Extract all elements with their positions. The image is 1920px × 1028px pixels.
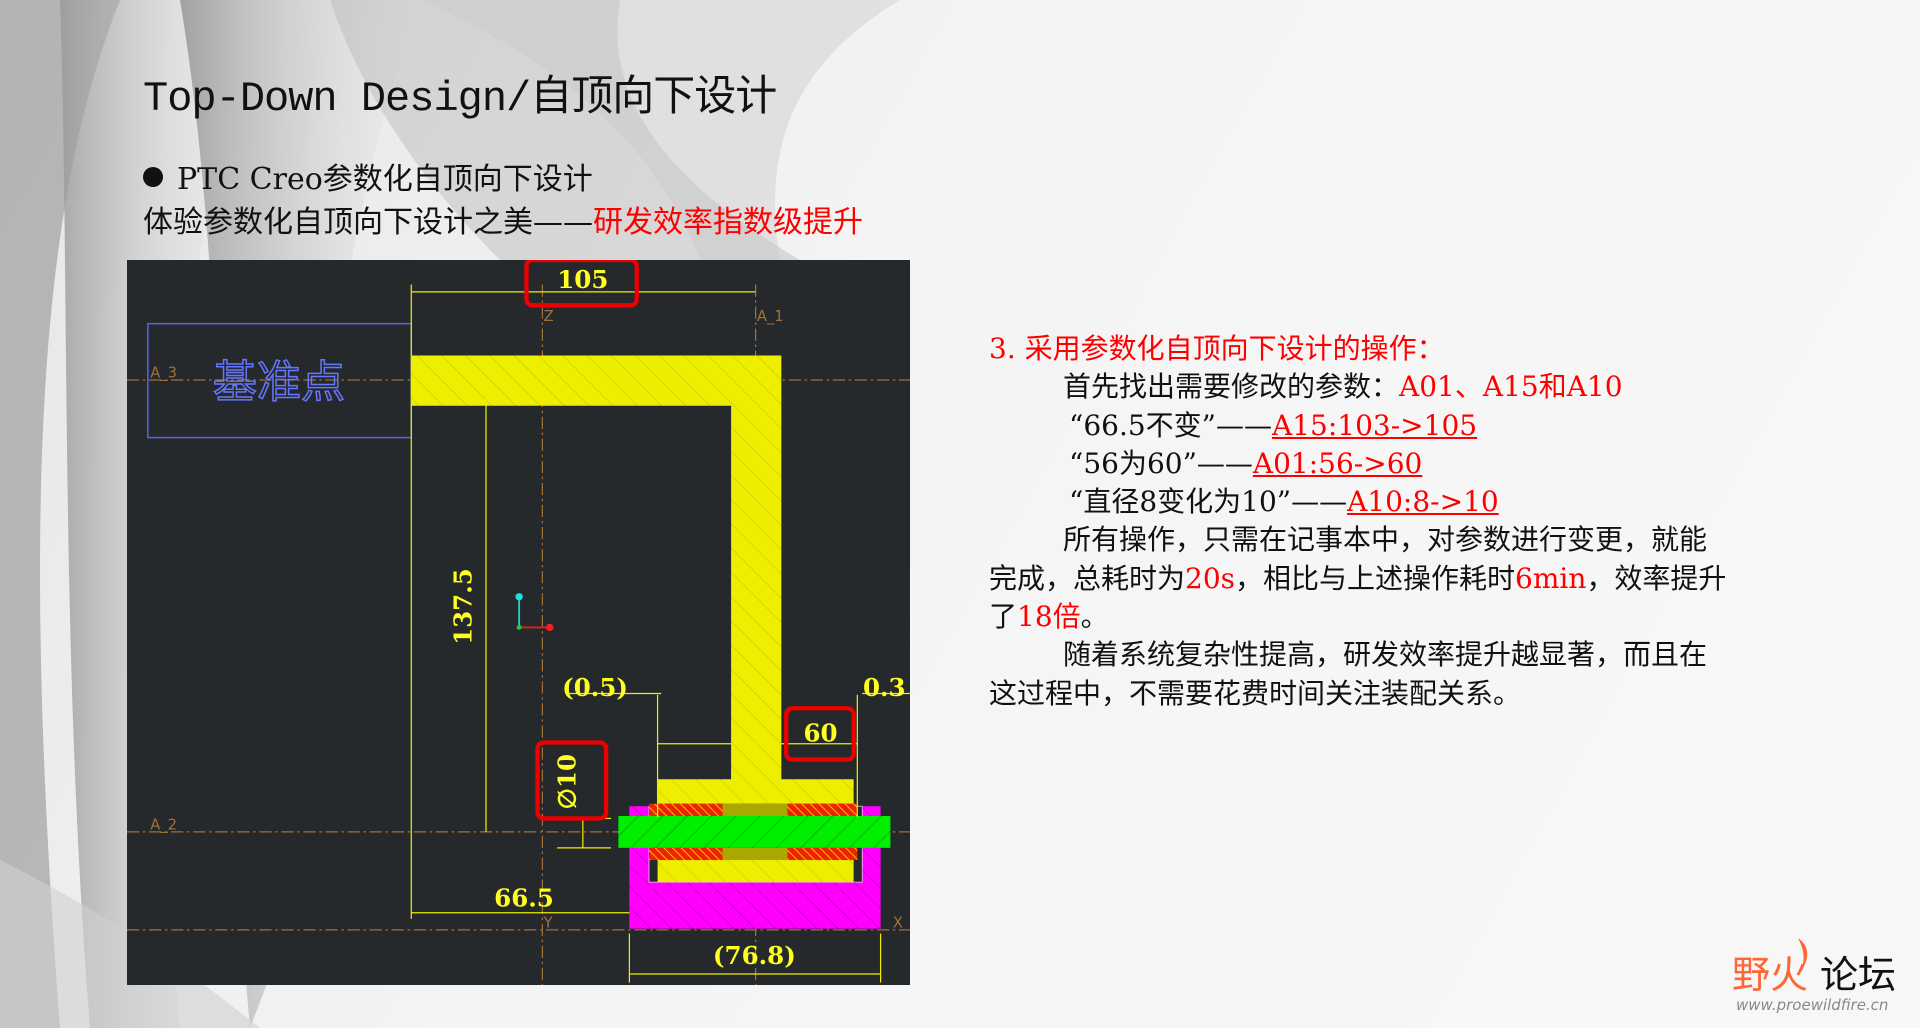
site-logo: 野火 论坛 www.proewildfire.cn — [1732, 938, 1904, 1022]
washer-hatch — [787, 847, 858, 861]
bullet-text: PTC Creo参数化自顶向下设计 — [177, 162, 593, 197]
notes-heading: 3. 采用参数化自顶向下设计的操作： — [989, 332, 1445, 365]
notes-line: “56为60”——A01:56->60 — [1069, 446, 1423, 480]
lower-plate — [657, 857, 854, 883]
axis-label-a3: A_3 — [150, 365, 177, 382]
notes-line: 这过程中，不需要花费时间关注装配关系。 — [989, 676, 1522, 710]
datum-point-label: 基准点 — [213, 357, 345, 408]
flame-icon — [1798, 938, 1808, 972]
dim-76-8: (76.8) — [713, 941, 796, 970]
notes-line: 所有操作，只需在记事本中，对参数进行变更，就能 — [1063, 523, 1708, 557]
notes-line: 了18倍。 — [989, 600, 1109, 634]
filled-circle-bullet-icon — [143, 167, 163, 187]
washer-hatch — [787, 803, 858, 816]
bullet-line: PTC Creo参数化自顶向下设计 — [143, 154, 593, 198]
subtitle: 体验参数化自顶向下设计之美——研发效率指数级提升 — [143, 197, 863, 241]
dim-0-5: (0.5) — [562, 673, 628, 702]
subtitle-red: 研发效率指数级提升 — [593, 205, 863, 240]
dim-137-5: 137.5 — [448, 568, 477, 645]
notes-line: “66.5不变”——A15:103->105 — [1069, 408, 1478, 442]
param-link: A01:56->60 — [1252, 446, 1423, 480]
axis-label-y: Y — [543, 914, 553, 931]
subtitle-black: 体验参数化自顶向下设计之美—— — [143, 205, 593, 240]
dim-0-3: 0.3 — [863, 673, 906, 702]
dim-105: 105 — [557, 265, 608, 294]
param-link: A15:103->105 — [1271, 408, 1478, 442]
notes-panel: 3. 采用参数化自顶向下设计的操作： 首先找出需要修改的参数：A01、A15和A… — [989, 330, 1726, 713]
notes-line: 首先找出需要修改的参数：A01、A15和A10 — [1063, 370, 1623, 404]
washer-hatch — [649, 803, 723, 816]
upper-plate — [657, 779, 854, 804]
coordinate-system-icon — [515, 593, 554, 632]
title-cjk: 自顶向下设计 — [530, 71, 777, 120]
washer-hatch — [649, 847, 723, 861]
axis-label-z: Z — [544, 308, 554, 325]
dim-60: 60 — [803, 718, 837, 747]
slide-title: Top-Down Design/自顶向下设计 — [143, 62, 777, 123]
axis-label-a2: A_2 — [150, 816, 177, 833]
dimension-lines — [410, 284, 910, 983]
notes-line: “直径8变化为10”——A10:8->10 — [1069, 485, 1499, 519]
title-latin: Top-Down Design/ — [143, 75, 531, 123]
highlight-boxes — [524, 260, 856, 821]
cad-drawing: A_3 A_2 A_1 Z Y X 基准点 105 137.5 (0.5) 0.… — [127, 260, 910, 985]
dim-diameter-10: ∅10 — [552, 754, 581, 809]
green-bolt — [618, 815, 891, 848]
yellow-bracket-part — [411, 355, 782, 781]
axis-label-a1: A_1 — [757, 308, 784, 325]
dim-66-5: 66.5 — [494, 884, 554, 913]
param-link: A10:8->10 — [1347, 485, 1499, 519]
notes-line: 完成，总耗时为20s，相比与上述操作耗时6min，效率提升 — [989, 561, 1727, 595]
axis-label-x: X — [893, 914, 903, 931]
notes-line: 随着系统复杂性提高，研发效率提升越显著，而且在 — [1063, 638, 1708, 672]
